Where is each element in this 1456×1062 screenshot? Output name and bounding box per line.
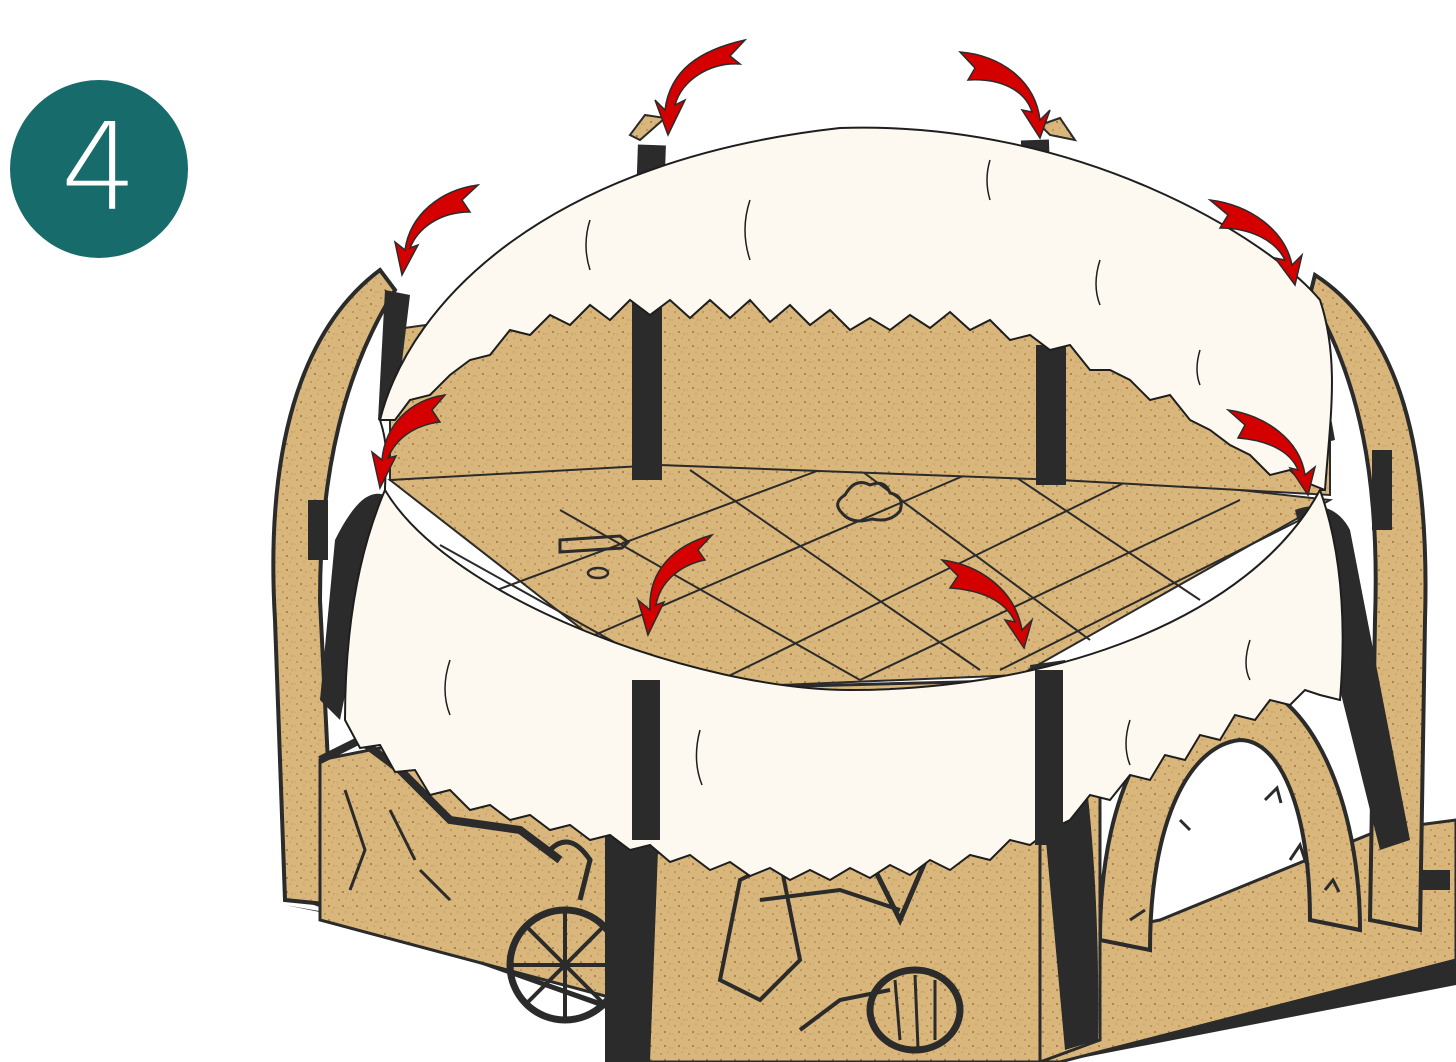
curved-arrow-icon (655, 40, 745, 135)
curved-arrow-icon (395, 185, 478, 275)
post-mid-right (1036, 345, 1066, 485)
post-mid-left (632, 285, 662, 480)
curved-arrow-icon (960, 52, 1050, 138)
